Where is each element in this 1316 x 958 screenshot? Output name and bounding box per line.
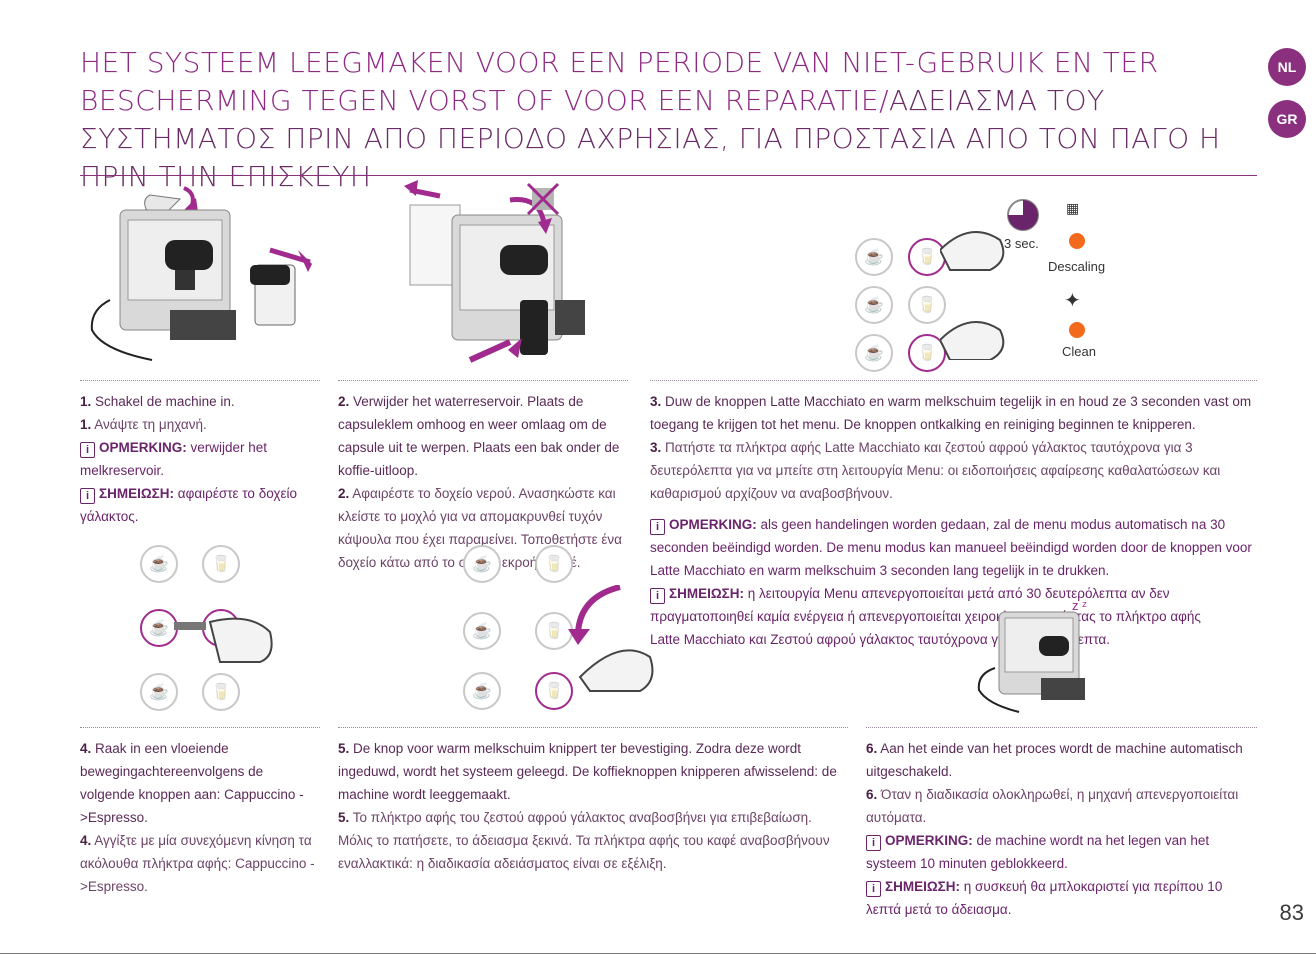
swipe-hand-icon	[174, 617, 273, 663]
step-3: 3. Duw de knoppen Latte Macchiato en war…	[650, 394, 1252, 647]
milk-button-icon: 🥛	[535, 612, 573, 650]
info-icon: i	[866, 881, 881, 897]
latte-button-icon: ☕	[855, 238, 893, 276]
divider	[338, 380, 628, 381]
info-icon: i	[866, 835, 881, 851]
arrow-and-hand-icon	[568, 585, 654, 692]
sleep-icon: z ᶻ	[1072, 598, 1087, 613]
info-icon: i	[80, 488, 95, 504]
page-number: 83	[1279, 900, 1304, 925]
info-icon: i	[650, 519, 665, 535]
lang-badge-gr: GR	[1268, 100, 1306, 138]
cappuccino-button-icon: ☕	[463, 612, 501, 650]
step-6: 6. Aan het einde van het proces wordt de…	[866, 741, 1243, 917]
latte-button-icon: ☕	[463, 545, 501, 583]
lang-badge-nl: NL	[1268, 48, 1306, 86]
descaling-label: Descaling	[1048, 259, 1106, 274]
milk-foam-button-icon: 🥛	[908, 238, 946, 276]
info-icon: i	[80, 442, 95, 458]
sparkle-icon: ✦	[1064, 290, 1081, 312]
title-separator: /	[879, 84, 890, 117]
divider	[80, 380, 320, 381]
divider	[80, 727, 320, 728]
hand-press-icon	[940, 231, 1005, 360]
espresso-button-icon: ☕	[140, 673, 178, 711]
timer-icon	[1007, 199, 1039, 231]
info-icon: i	[650, 588, 665, 604]
descaling-light-icon	[1069, 233, 1085, 249]
clean-light-icon	[1069, 322, 1085, 338]
cappuccino-button-icon: ☕	[855, 286, 893, 324]
latte-button-icon: ☕	[140, 545, 178, 583]
divider	[866, 727, 1257, 728]
machine-illustration-1	[90, 186, 312, 361]
step-2: 2. Verwijder het waterreservoir. Plaats …	[338, 394, 622, 570]
page-title: HET SYSTEEM LEEGMAKEN VOOR EEN PERIODE V…	[80, 44, 1260, 196]
title-gr: ΑΔΕΙΑΣΜΑ ΤΟΥ ΣΥΣΤΗΜΑΤΟΣ ΠΡΙΝ ΑΠΟ ΠΕΡΙΟΔΟ…	[80, 84, 1221, 193]
title-nl: HET SYSTEEM LEEGMAKEN VOOR EEN PERIODE V…	[80, 46, 1159, 117]
timer-label: 3 sec.	[1004, 236, 1039, 251]
header-rule	[80, 175, 1257, 176]
footer-rule	[0, 953, 1316, 954]
hot-milk-button-icon: 🥛	[535, 672, 573, 710]
divider	[650, 380, 1257, 381]
machine-illustration-2	[404, 180, 585, 363]
step-4: 4. Raak in een vloeiende bewegingachtere…	[80, 741, 315, 894]
machine-illustration-6	[977, 611, 1085, 713]
cappuccino-button-icon: ☕	[140, 609, 178, 647]
milk-foam-button-icon: 🥛	[535, 545, 573, 583]
step-1: 1. Schakel de machine in. 1. Ανάψτε τη μ…	[80, 394, 297, 524]
milk-button-icon: 🥛	[908, 286, 946, 324]
step-5: 5. De knop voor warm melkschuim knippert…	[338, 741, 837, 871]
espresso-button-icon: ☕	[463, 672, 501, 710]
milk-foam-button-icon: 🥛	[202, 545, 240, 583]
descaling-icon: ▦	[1066, 200, 1080, 216]
espresso-button-icon: ☕	[855, 334, 893, 372]
hot-milk-button-icon: 🥛	[202, 673, 240, 711]
clean-label: Clean	[1062, 344, 1096, 359]
divider	[338, 727, 848, 728]
